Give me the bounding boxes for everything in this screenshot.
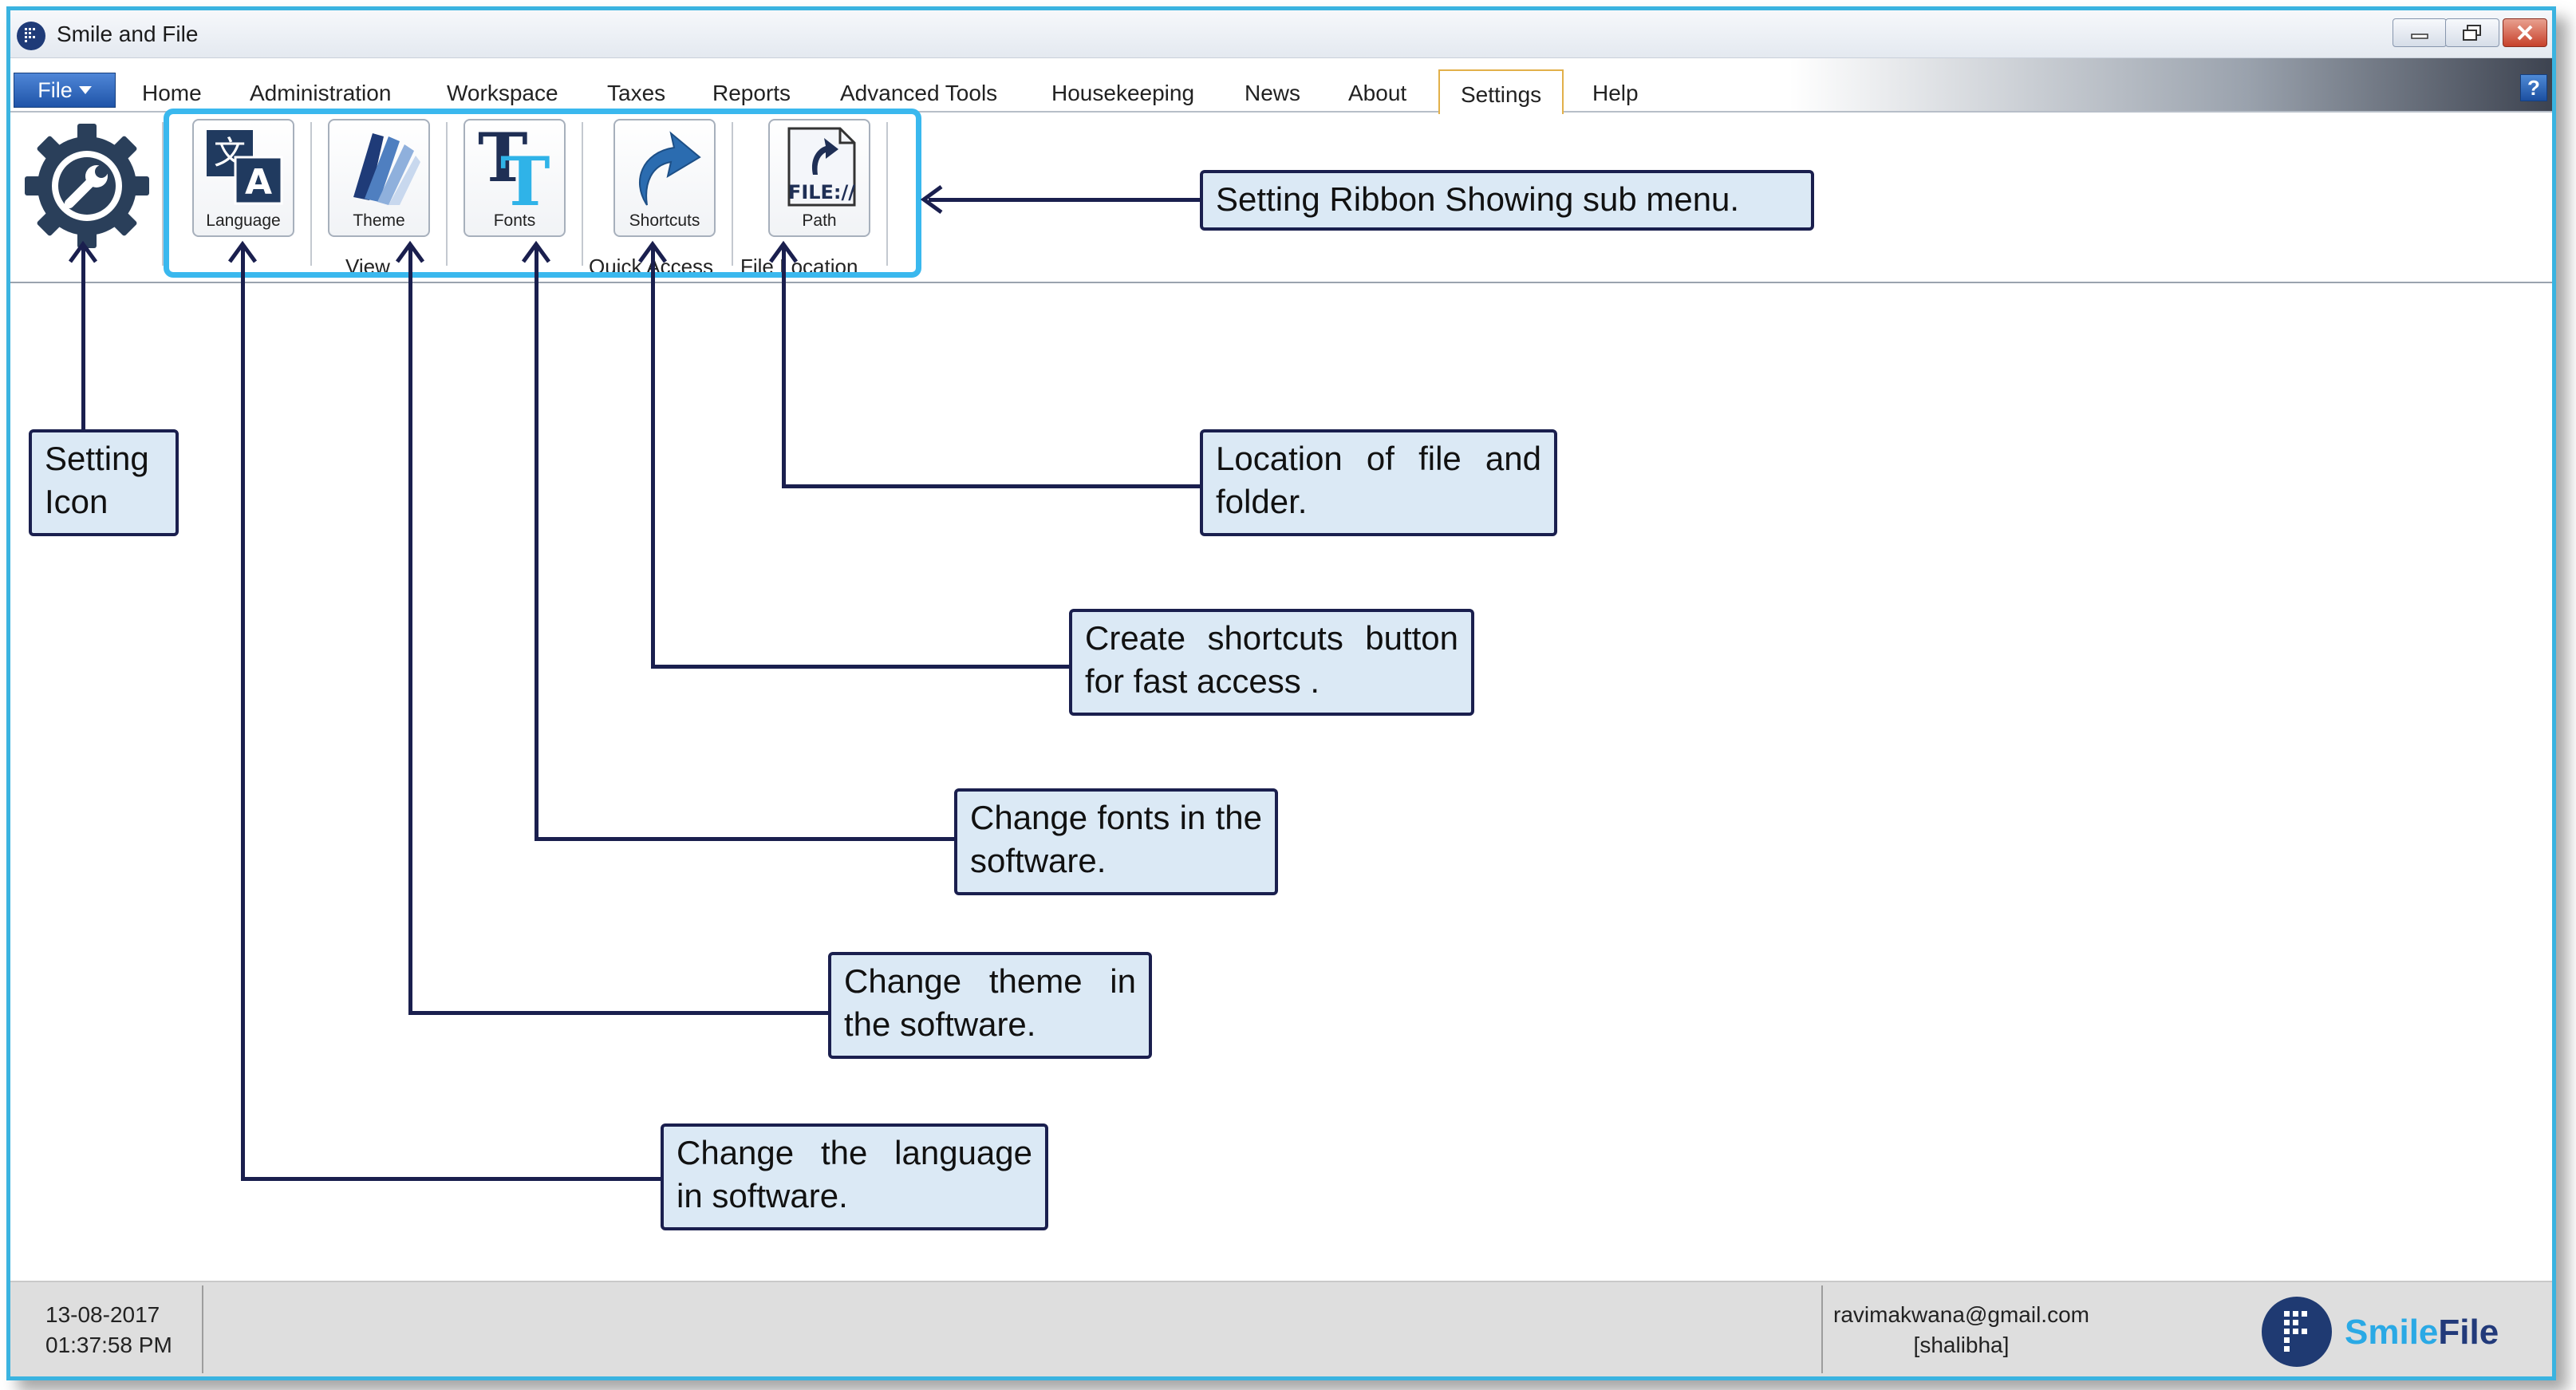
status-separator bbox=[1821, 1285, 1823, 1373]
ribbon-separator bbox=[732, 122, 733, 266]
arrow-up-icon bbox=[637, 240, 668, 263]
restore-icon bbox=[2463, 25, 2481, 41]
theme-button[interactable]: Theme bbox=[328, 119, 430, 237]
menu-settings[interactable]: Settings bbox=[1438, 69, 1564, 114]
connector-line bbox=[535, 837, 957, 841]
brand-text-file: File bbox=[2438, 1313, 2499, 1352]
arrow-up-icon bbox=[768, 240, 799, 263]
brand-logo: SmileFile bbox=[2260, 1295, 2523, 1368]
shortcuts-label: Shortcuts bbox=[629, 211, 700, 230]
arrow-up-icon bbox=[395, 240, 425, 263]
ribbon-highlight-box bbox=[164, 109, 921, 278]
fonts-icon: T T bbox=[478, 125, 550, 208]
menu-help[interactable]: Help bbox=[1592, 81, 1639, 105]
callout-shortcuts: Create shortcuts button for fast access … bbox=[1069, 609, 1474, 716]
brand-text-smile: Smile bbox=[2345, 1313, 2439, 1352]
menu-home[interactable]: Home bbox=[142, 81, 202, 105]
path-button[interactable]: FILE:// Path bbox=[768, 119, 870, 237]
path-label: Path bbox=[802, 211, 837, 230]
restore-button[interactable] bbox=[2445, 18, 2499, 47]
help-icon[interactable]: ? bbox=[2520, 74, 2547, 101]
menu-advanced-tools[interactable]: Advanced Tools bbox=[840, 81, 998, 105]
status-datetime: 13-08-2017 01:37:58 PM bbox=[45, 1300, 172, 1360]
settings-gear-icon[interactable] bbox=[22, 120, 152, 251]
brand-wordmark: SmileFile bbox=[2345, 1313, 2499, 1352]
file-menu-label: File bbox=[37, 77, 73, 102]
title-bar: Smile and File bbox=[10, 10, 2552, 58]
menu-taxes[interactable]: Taxes bbox=[607, 81, 666, 105]
close-button[interactable] bbox=[2503, 18, 2547, 47]
status-email: ravimakwana@gmail.com bbox=[1833, 1302, 2089, 1327]
fonts-button[interactable]: T T Fonts bbox=[464, 119, 566, 237]
path-icon-text: FILE:// bbox=[788, 181, 855, 203]
shortcuts-icon bbox=[639, 131, 701, 206]
connector-line bbox=[651, 247, 655, 669]
arrow-up-icon bbox=[68, 240, 98, 263]
connector-line bbox=[241, 247, 245, 1181]
ribbon-separator bbox=[446, 122, 448, 266]
status-username: [shalibha] bbox=[1913, 1333, 2010, 1357]
brand-logo-icon bbox=[2262, 1297, 2332, 1367]
connector-line bbox=[651, 665, 1072, 669]
status-user: ravimakwana@gmail.com [shalibha] bbox=[1833, 1300, 2089, 1360]
arrow-left-icon bbox=[920, 184, 943, 215]
language-button[interactable]: 文 A Language bbox=[192, 119, 294, 237]
menu-about[interactable]: About bbox=[1348, 81, 1407, 105]
language-icon: 文 A bbox=[207, 130, 283, 205]
svg-text:T: T bbox=[500, 142, 550, 208]
callout-theme: Change theme in the software. bbox=[828, 952, 1152, 1059]
connector-line bbox=[929, 198, 1203, 202]
connector-line bbox=[241, 1177, 665, 1181]
ribbon-separator bbox=[886, 122, 888, 266]
close-icon bbox=[2517, 25, 2533, 41]
callout-setting-icon: Setting Icon bbox=[29, 429, 179, 536]
path-icon: FILE:// bbox=[787, 127, 856, 207]
status-date: 13-08-2017 bbox=[45, 1302, 160, 1327]
ribbon-separator bbox=[310, 122, 312, 266]
menu-reports[interactable]: Reports bbox=[712, 81, 791, 105]
connector-line bbox=[408, 1011, 831, 1015]
language-label: Language bbox=[206, 211, 281, 230]
shortcuts-button[interactable]: Shortcuts bbox=[613, 119, 716, 237]
fonts-label: Fonts bbox=[493, 211, 536, 230]
menu-administration[interactable]: Administration bbox=[250, 81, 392, 105]
arrow-up-icon bbox=[227, 240, 258, 263]
connector-line bbox=[782, 484, 1203, 488]
status-time: 01:37:58 PM bbox=[45, 1333, 172, 1357]
menu-bar: File Home Administration Workspace Taxes… bbox=[10, 58, 2552, 114]
connector-line bbox=[535, 247, 538, 841]
menu-news[interactable]: News bbox=[1245, 81, 1301, 105]
ribbon-separator bbox=[162, 122, 164, 266]
status-bar: 13-08-2017 01:37:58 PM ravimakwana@gmail… bbox=[10, 1281, 2552, 1376]
svg-text:A: A bbox=[245, 162, 272, 203]
connector-line bbox=[782, 247, 786, 488]
file-menu-button[interactable]: File bbox=[14, 73, 116, 108]
arrow-up-icon bbox=[521, 240, 551, 263]
theme-label: Theme bbox=[353, 211, 405, 230]
status-separator bbox=[202, 1285, 203, 1373]
menu-housekeeping[interactable]: Housekeeping bbox=[1051, 81, 1195, 105]
connector-line bbox=[81, 247, 85, 432]
connector-line bbox=[408, 247, 412, 1015]
app-icon bbox=[17, 22, 45, 50]
menu-workspace[interactable]: Workspace bbox=[447, 81, 558, 105]
svg-text:T: T bbox=[478, 125, 528, 197]
callout-file-location: Location of file and folder. bbox=[1200, 429, 1557, 536]
callout-ribbon: Setting Ribbon Showing sub menu. bbox=[1200, 170, 1814, 231]
theme-icon bbox=[353, 133, 420, 205]
minimize-button[interactable] bbox=[2393, 18, 2447, 47]
callout-language: Change the language in software. bbox=[661, 1123, 1048, 1230]
callout-fonts: Change fonts in the software. bbox=[954, 788, 1278, 895]
minimize-icon bbox=[2411, 34, 2428, 39]
window-title: Smile and File bbox=[57, 22, 199, 46]
chevron-down-icon bbox=[78, 86, 92, 94]
ribbon-separator bbox=[582, 122, 583, 266]
